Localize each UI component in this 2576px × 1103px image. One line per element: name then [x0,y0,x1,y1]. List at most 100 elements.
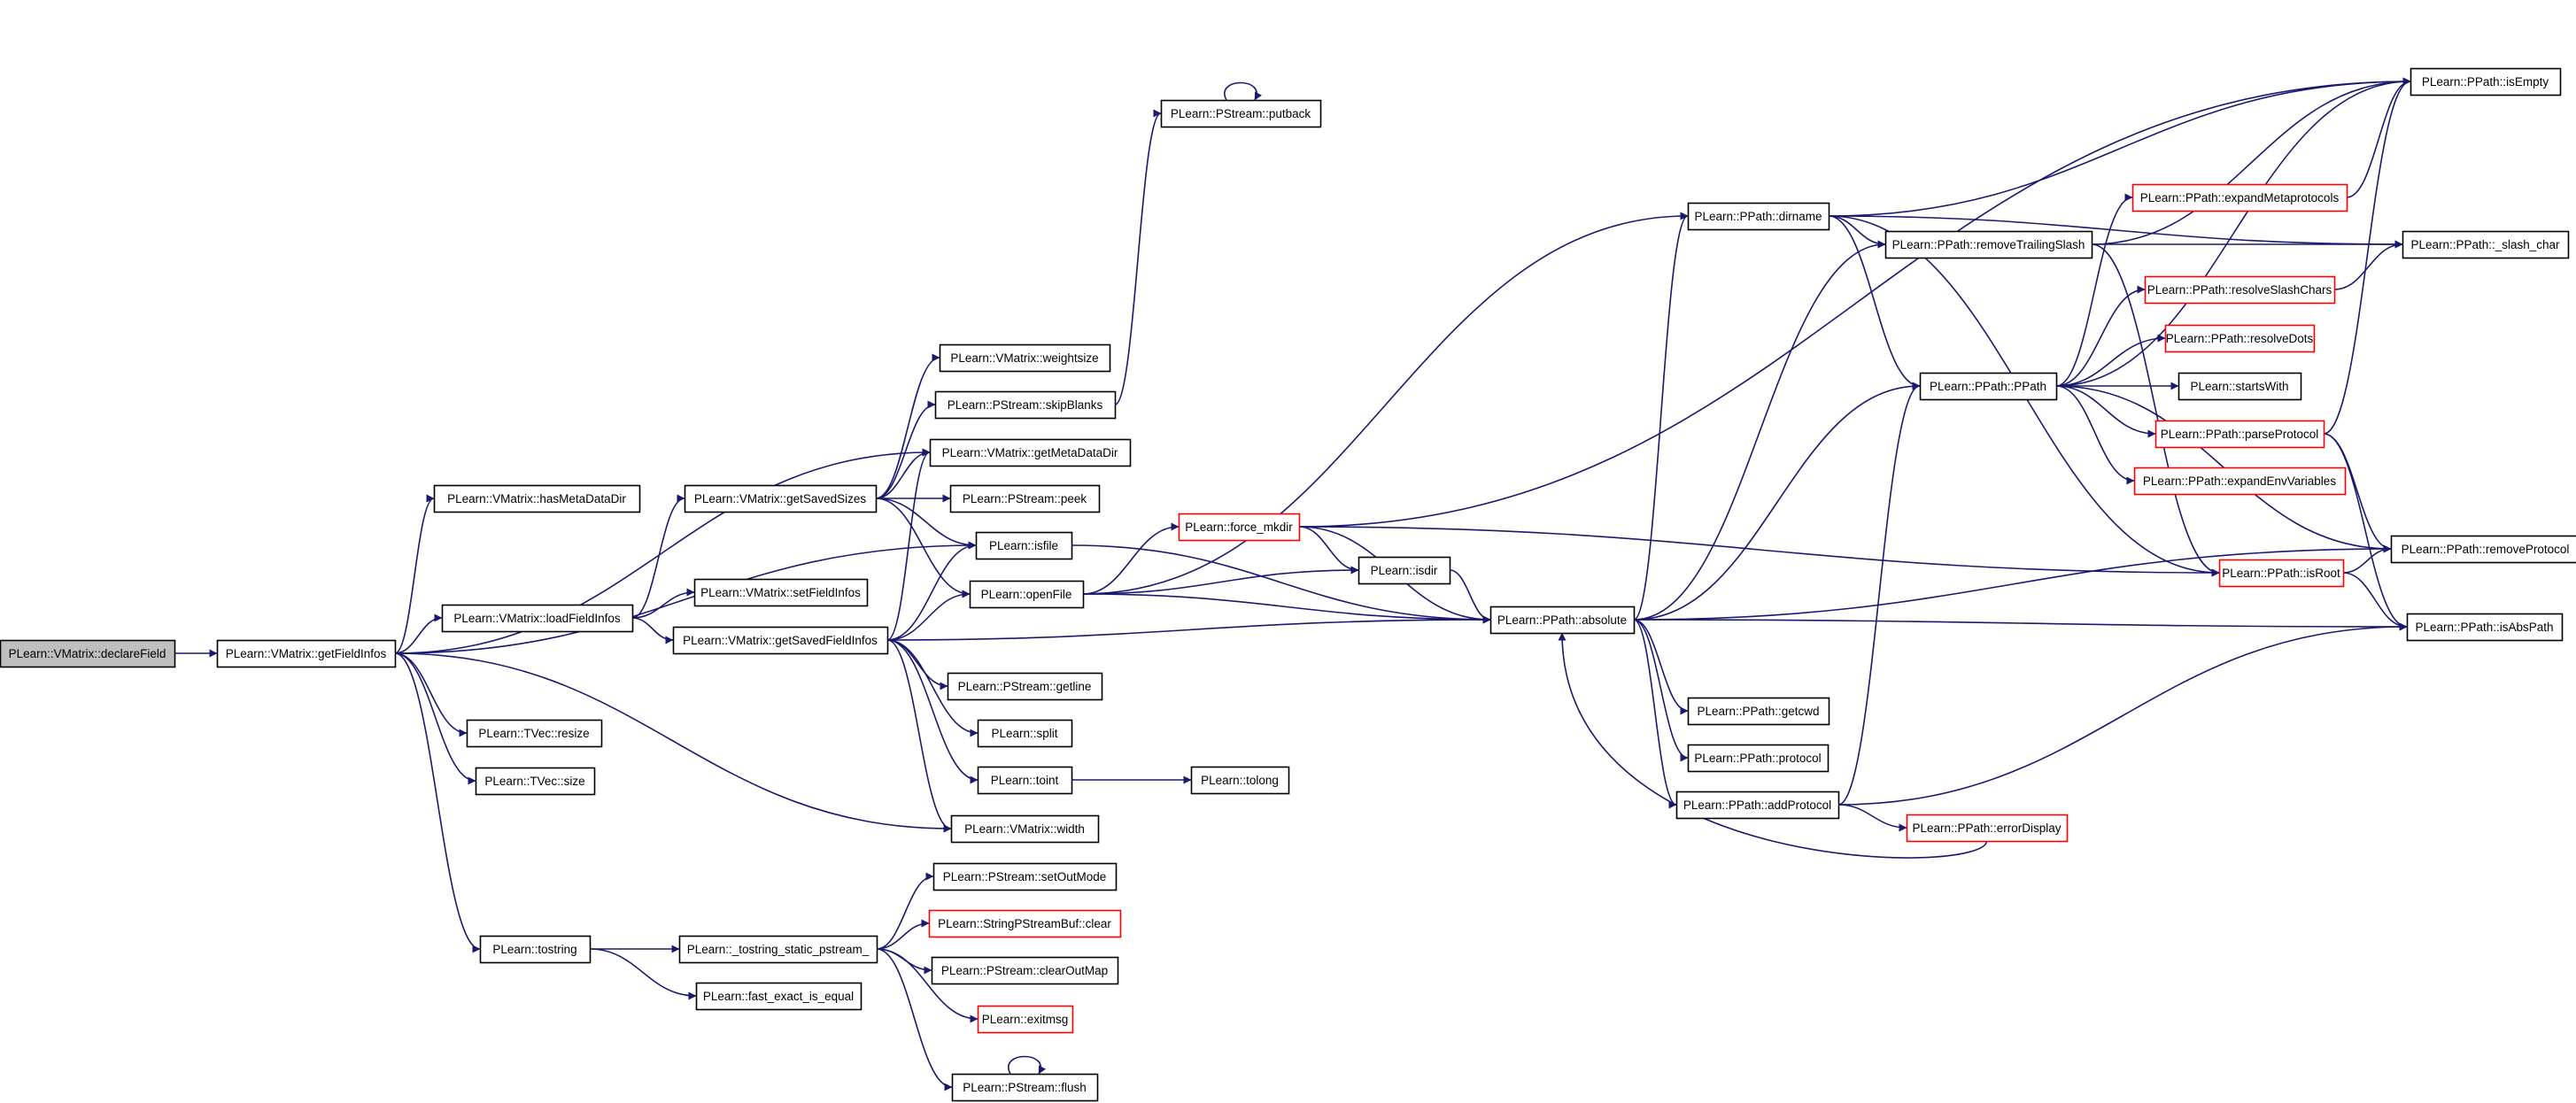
node-box[interactable] [929,438,1132,467]
node-errordisplay[interactable]: PLearn::PPath::errorDisplay [1906,814,2069,843]
node-box[interactable] [977,719,1073,748]
node-removetrailingslash[interactable]: PLearn::PPath::removeTrailingSlash [1884,230,2093,259]
node-openfile[interactable]: PLearn::openFile [969,580,1085,609]
node-box[interactable] [951,1073,1099,1102]
node-box[interactable] [2402,230,2570,259]
node-box[interactable] [949,484,1101,513]
node-tvecresize[interactable]: PLearn::TVec::resize [466,719,603,748]
node-startswith[interactable]: PLearn::startsWith [2178,372,2302,401]
node-box[interactable] [1160,99,1322,128]
node-box[interactable] [2390,535,2576,564]
node-box[interactable] [0,639,176,668]
node-setoutmode[interactable]: PLearn::PStream::setOutMode [932,862,1118,891]
node-box[interactable] [1884,230,2093,259]
node-box[interactable] [672,626,889,655]
node-resolveslash[interactable]: PLearn::PPath::resolveSlashChars [2144,275,2336,305]
node-box[interactable] [1687,744,1830,773]
node-tvecsize[interactable]: PLearn::TVec::size [475,767,596,796]
node-box[interactable] [1906,814,2069,843]
node-getfieldinfos[interactable]: PLearn::VMatrix::getFieldInfos [216,639,397,668]
node-box[interactable] [977,766,1073,795]
node-box[interactable] [695,982,863,1011]
node-isdir[interactable]: PLearn::isdir [1358,556,1451,585]
node-box[interactable] [931,956,1119,985]
node-box[interactable] [1687,697,1830,726]
node-box[interactable] [977,1005,1074,1034]
node-box[interactable] [2406,613,2564,642]
node-box[interactable] [441,604,634,633]
node-hasmetadatadir[interactable]: PLearn::VMatrix::hasMetaDataDir [433,484,641,513]
node-box[interactable] [934,390,1117,420]
node-box[interactable] [2164,324,2316,353]
node-slashchar[interactable]: PLearn::PPath::_slash_char [2402,230,2570,259]
node-expandenv[interactable]: PLearn::PPath::expandEnvVariables [2133,467,2347,496]
node-box[interactable] [1190,766,1290,795]
node-exitmsg[interactable]: PLearn::exitmsg [977,1005,1074,1034]
node-vmwidth[interactable]: PLearn::VMatrix::width [950,814,1100,844]
node-isfile[interactable]: PLearn::isfile [975,531,1073,560]
node-box[interactable] [969,580,1085,609]
node-box[interactable] [2410,67,2562,96]
node-protocol[interactable]: PLearn::PPath::protocol [1687,744,1830,773]
node-box[interactable] [466,719,603,748]
node-box[interactable] [939,343,1111,373]
node-box[interactable] [1178,513,1301,542]
node-box[interactable] [1675,791,1840,820]
node-ppath[interactable]: PLearn::PPath::PPath [1919,372,2058,401]
node-fastexact[interactable]: PLearn::fast_exact_is_equal [695,982,863,1011]
node-box[interactable] [678,935,878,964]
node-resolvedots[interactable]: PLearn::PPath::resolveDots [2164,324,2316,353]
node-setfieldinfos[interactable]: PLearn::VMatrix::setFieldInfos [693,578,869,607]
node-dirname[interactable]: PLearn::PPath::dirname [1687,202,1830,231]
node-forcemkdir[interactable]: PLearn::force_mkdir [1178,513,1301,542]
node-box[interactable] [1919,372,2058,401]
node-box[interactable] [479,935,592,964]
node-toint[interactable]: PLearn::toint [977,766,1073,795]
node-removeprotocol[interactable]: PLearn::PPath::removeProtocol [2390,535,2576,564]
node-flush[interactable]: PLearn::PStream::flush [951,1073,1099,1102]
node-clearoutmap[interactable]: PLearn::PStream::clearOutMap [931,956,1119,985]
node-weightsize[interactable]: PLearn::VMatrix::weightsize [939,343,1111,373]
node-tostringstatic[interactable]: PLearn::_tostring_static_pstream_ [678,935,878,964]
node-declarefield[interactable]: PLearn::VMatrix::declareField [0,639,176,668]
node-box[interactable] [2133,467,2347,496]
node-expandmeta[interactable]: PLearn::PPath::expandMetaprotocols [2131,183,2348,212]
node-box[interactable] [932,862,1118,891]
node-peek[interactable]: PLearn::PStream::peek [949,484,1101,513]
node-skipblanks[interactable]: PLearn::PStream::skipBlanks [934,390,1117,420]
node-box[interactable] [693,578,869,607]
node-getmetadatadir[interactable]: PLearn::VMatrix::getMetaDataDir [929,438,1132,467]
node-sbufclear[interactable]: PLearn::StringPStreamBuf::clear [928,909,1122,938]
node-isroot[interactable]: PLearn::PPath::isRoot [2218,559,2345,588]
node-box[interactable] [1687,202,1830,231]
node-box[interactable] [928,909,1122,938]
node-getcwd[interactable]: PLearn::PPath::getcwd [1687,697,1830,726]
node-tolong[interactable]: PLearn::tolong [1190,766,1290,795]
node-box[interactable] [475,767,596,796]
node-isempty[interactable]: PLearn::PPath::isEmpty [2410,67,2562,96]
node-getsavedfieldinfos[interactable]: PLearn::VMatrix::getSavedFieldInfos [672,626,889,655]
node-box[interactable] [950,814,1100,844]
node-split[interactable]: PLearn::split [977,719,1073,748]
node-addprotocol[interactable]: PLearn::PPath::addProtocol [1675,791,1840,820]
node-getline[interactable]: PLearn::PStream::getline [947,672,1103,701]
node-box[interactable] [1489,605,1636,635]
node-box[interactable] [2154,420,2325,449]
node-box[interactable] [2131,183,2348,212]
node-box[interactable] [684,484,878,513]
node-box[interactable] [975,531,1073,560]
node-getsavedsizes[interactable]: PLearn::VMatrix::getSavedSizes [684,484,878,513]
node-box[interactable] [216,639,397,668]
node-absolute[interactable]: PLearn::PPath::absolute [1489,605,1636,635]
node-loadfieldinfos[interactable]: PLearn::VMatrix::loadFieldInfos [441,604,634,633]
node-parseprotocol[interactable]: PLearn::PPath::parseProtocol [2154,420,2325,449]
node-tostring[interactable]: PLearn::tostring [479,935,592,964]
node-box[interactable] [433,484,641,513]
node-putback[interactable]: PLearn::PStream::putback [1160,99,1322,128]
node-box[interactable] [1358,556,1451,585]
node-box[interactable] [2144,275,2336,305]
node-box[interactable] [2178,372,2302,401]
node-box[interactable] [947,672,1103,701]
node-isabspath[interactable]: PLearn::PPath::isAbsPath [2406,613,2564,642]
node-box[interactable] [2218,559,2345,588]
